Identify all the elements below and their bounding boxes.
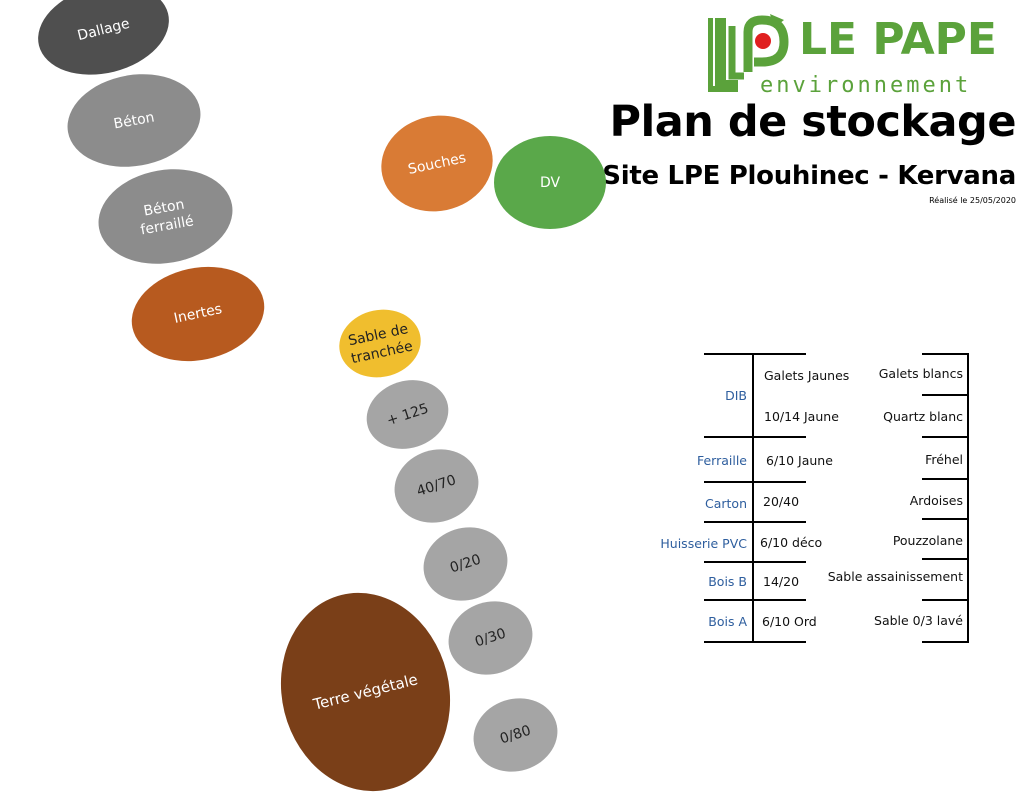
pile-label: Sable de tranchée	[346, 320, 415, 367]
legend-right-rule	[922, 599, 969, 601]
legend-left-label: Carton	[705, 496, 747, 511]
pile-0-30: 0/30	[438, 590, 543, 686]
legend-right-vertical	[967, 353, 969, 643]
legend-right-label: Sable assainissement	[827, 569, 963, 584]
legend-left-label: DIB	[725, 388, 747, 403]
pile-sable-de-tranchee: Sable de tranchée	[332, 302, 428, 385]
logo-mark-icon	[708, 14, 789, 92]
legend-left-rule	[704, 599, 806, 601]
legend-left-rule	[704, 436, 806, 438]
pile-label: 40/70	[414, 472, 459, 500]
legend-right-label: Ardoises	[909, 493, 963, 508]
legend-middle-label: 10/14 Jaune	[764, 409, 839, 424]
pile-0-20: 0/20	[413, 516, 518, 612]
pile-label: Béton	[112, 109, 156, 132]
pile-beton: Béton	[60, 64, 208, 177]
logo-sub: environnement	[760, 73, 971, 98]
legend-right-label: Fréhel	[925, 452, 963, 467]
legend-left-rule	[704, 353, 806, 355]
pile-0-80: 0/80	[463, 687, 568, 783]
pile-40-70: 40/70	[384, 438, 489, 534]
pile-label: 0/30	[473, 625, 508, 651]
legend-right-rule	[922, 436, 969, 438]
legend-left-label: Huisserie PVC	[660, 536, 747, 551]
legend-middle-label: 6/10 Ord	[762, 614, 817, 629]
legend-left-rule	[704, 641, 806, 643]
pile-souches: Souches	[372, 105, 502, 222]
legend-right-label: Sable 0/3 lavé	[874, 613, 963, 628]
pile-terre-vegetale: Terre végétale	[260, 574, 471, 809]
legend-left-rule	[704, 481, 806, 483]
pile-label: Inertes	[172, 301, 224, 327]
legend-right-label: Galets blancs	[878, 366, 963, 381]
legend-left-vertical	[752, 353, 754, 643]
pile-beton-ferraille: Béton ferraillé	[90, 158, 241, 275]
pile-dv: DV	[494, 136, 606, 229]
legend-right-rule	[922, 353, 969, 355]
legend-middle-label: Galets Jaunes	[764, 368, 850, 383]
legend-right-label: Pouzzolane	[892, 533, 963, 548]
legend-right-rule	[922, 478, 969, 480]
legend-left-rule	[704, 521, 806, 523]
pile-inertes: Inertes	[122, 255, 274, 373]
legend-left-label: Bois A	[708, 614, 747, 629]
legend-right-rule	[922, 518, 969, 520]
legend-middle-label: 6/10 déco	[760, 535, 823, 550]
pile-label: DV	[539, 174, 561, 191]
legend-left-rule	[704, 561, 806, 563]
legend-right-rule	[922, 558, 969, 560]
pile-label: + 125	[384, 400, 431, 429]
legend-right-rule	[922, 641, 969, 643]
legend-middle-label: 6/10 Jaune	[766, 453, 833, 468]
pile-label: 0/20	[448, 551, 483, 577]
legend-left-label: Ferraille	[696, 453, 747, 468]
legend-middle-label: 14/20	[763, 574, 800, 589]
pile-plus-125: + 125	[357, 369, 458, 460]
page-title: Plan de stockage	[609, 97, 1016, 147]
pile-label: 0/80	[498, 722, 533, 748]
logo-word: LE PAPE	[799, 14, 997, 65]
pile-label: Terre végétale	[311, 670, 420, 714]
legend-right-rule	[922, 394, 969, 396]
site-subtitle: Site LPE Plouhinec - Kervana	[602, 161, 1016, 191]
pile-label: Béton ferraillé	[139, 196, 195, 238]
legend-right-label: Quartz blanc	[883, 409, 963, 424]
legend-left-label: Bois B	[708, 574, 747, 589]
pile-label: Dallage	[75, 15, 132, 44]
legend-middle-label: 20/40	[763, 494, 800, 509]
pile-label: Souches	[406, 149, 468, 178]
date-note: Réalisé le 25/05/2020	[929, 196, 1016, 205]
le-pape-environnement-logo: LE PAPE environnement	[708, 14, 997, 98]
